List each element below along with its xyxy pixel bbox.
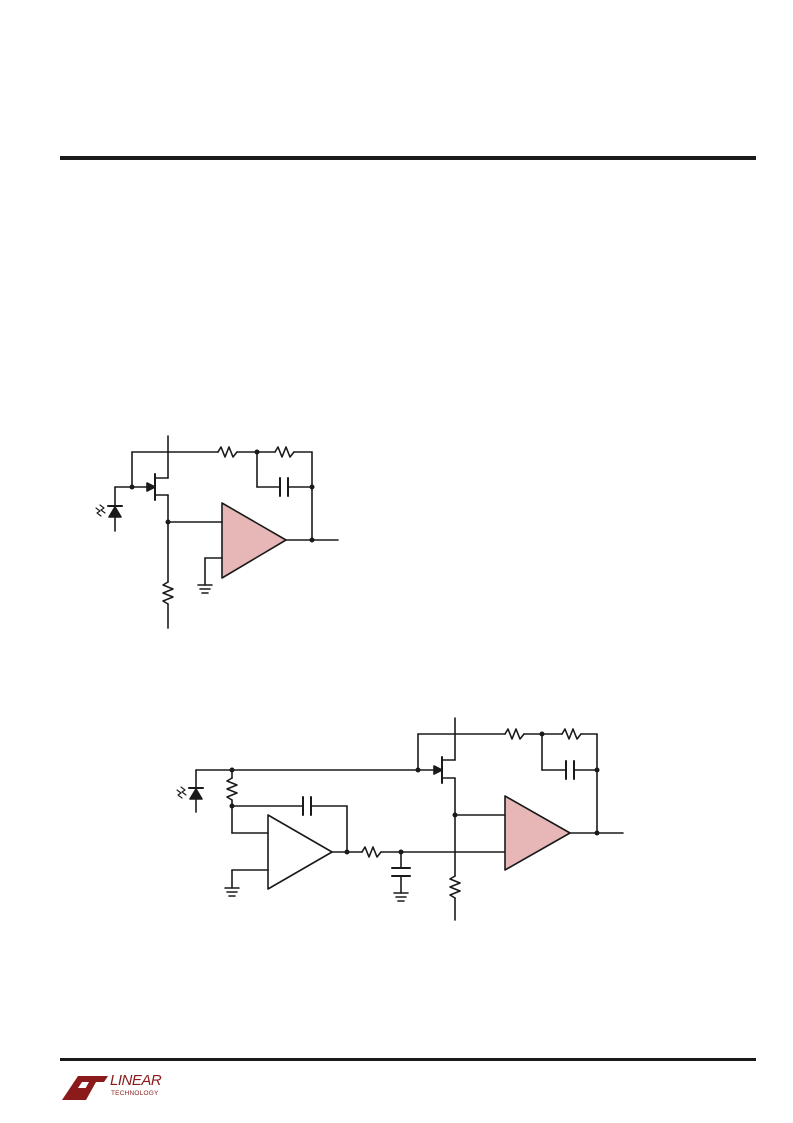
photodiode-icon	[95, 486, 133, 532]
opamp-1	[221, 502, 287, 579]
resistor-feedback-3	[504, 728, 525, 740]
resistor-source-1	[162, 581, 174, 605]
photodiode-icon	[176, 769, 204, 813]
circuit-2	[176, 717, 624, 921]
resistor-filter	[361, 846, 382, 858]
junction-dots-1	[129, 449, 315, 543]
opamp-2	[267, 814, 333, 890]
logo-wordmark: LINEAR	[110, 1072, 162, 1089]
logo-subtitle: TECHNOLOGY	[111, 1090, 159, 1097]
resistor-source-2	[449, 875, 461, 899]
jfet-2	[417, 756, 456, 784]
linear-technology-logo-icon	[62, 1076, 108, 1100]
opamp-3	[504, 795, 571, 871]
resistor-bias	[226, 777, 238, 801]
resistor-feedback-4	[561, 728, 582, 740]
circuit-1	[95, 435, 339, 629]
header-rule	[60, 156, 756, 160]
footer-rule	[60, 1058, 756, 1061]
resistor-feedback-1	[217, 446, 238, 458]
resistor-feedback-2	[274, 446, 295, 458]
jfet-1	[131, 473, 169, 501]
junction-dots-2	[229, 731, 600, 855]
